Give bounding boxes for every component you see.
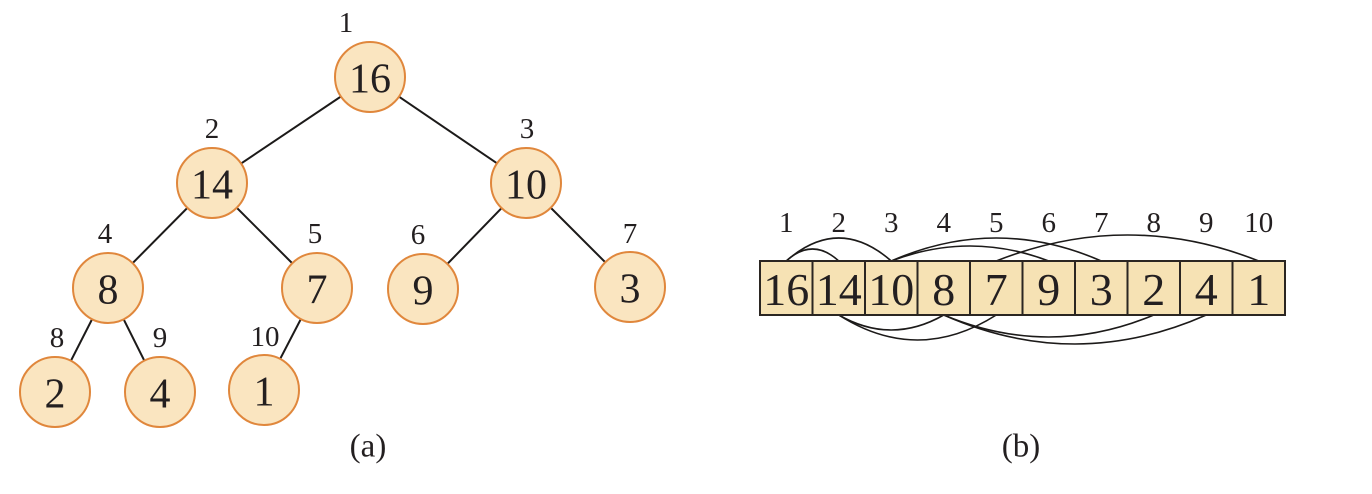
array-cell-value: 7 [985, 264, 1008, 315]
tree-node-6: 96 [387, 219, 459, 325]
tree-node-circle [490, 147, 562, 219]
tree-node-circle [124, 356, 196, 428]
array-cell-2: 14 2 [811, 207, 866, 316]
tree-node-value: 16 [349, 57, 391, 103]
array-cell-value: 10 [868, 264, 914, 315]
tree-node-index-label: 3 [520, 113, 535, 145]
tree-node-circle [281, 252, 353, 324]
array-cell-value: 14 [816, 264, 862, 315]
tree-node-value: 4 [150, 372, 171, 418]
tree-node-circle [228, 354, 300, 426]
array-cell-1: 16 1 [759, 207, 814, 316]
array-cell-5: 75 [969, 207, 1024, 316]
array-cell-value: 9 [1037, 264, 1060, 315]
array-cell-4: 84 [916, 207, 971, 316]
array-index-label: 6 [1042, 207, 1057, 239]
tree-node-index-label: 5 [308, 218, 323, 250]
array-cell-value: 1 [1247, 264, 1270, 315]
array-arc-above-3-6 [890, 245, 1050, 262]
array-cell-7: 37 [1074, 207, 1129, 316]
array-cell-rect [811, 260, 866, 316]
array-index-label: 4 [937, 207, 952, 239]
tree-node-circle [176, 147, 248, 219]
tree-node-1: 16 1 [334, 7, 406, 113]
tree-node-value: 10 [505, 163, 547, 209]
array-arc-below-4-8 [943, 314, 1155, 338]
tree-node-value: 2 [45, 372, 66, 418]
array-cell-rect [969, 260, 1024, 316]
array-index-label: 5 [989, 207, 1004, 239]
tree-node-circle [594, 251, 666, 323]
array-arc-above-3-7 [890, 237, 1102, 262]
array-cell-value: 16 [763, 264, 809, 315]
tree-node-index-label: 10 [251, 321, 280, 353]
array-index-label: 3 [884, 207, 899, 239]
array-cell-rect [1126, 260, 1181, 316]
array-cell-10: 1 10 [1231, 207, 1286, 316]
array-arc-above-5-10 [995, 234, 1260, 262]
array-cell-value: 4 [1195, 264, 1218, 315]
tree-node-value: 7 [307, 268, 328, 314]
array-cell-value: 8 [932, 264, 955, 315]
array-index-label: 10 [1244, 207, 1273, 239]
array-arc-below-2-5 [838, 314, 997, 341]
tree-node-5: 75 [281, 218, 353, 324]
array-cell-6: 96 [1021, 207, 1076, 316]
tree-node-3: 10 3 [490, 113, 562, 219]
array-arc-above-1-3 [785, 237, 892, 262]
array-cell-8: 28 [1126, 207, 1181, 316]
array-cell-rect [1021, 260, 1076, 316]
tree-node-value: 14 [191, 163, 233, 209]
tree-node-value: 1 [254, 370, 275, 416]
array-cell-rect [864, 260, 919, 316]
tree-node-10: 1 10 [228, 321, 300, 426]
tree-node-7: 37 [594, 218, 666, 323]
tree-node-value: 8 [98, 268, 119, 314]
array-index-label: 8 [1147, 207, 1162, 239]
tree-node-index-label: 1 [339, 7, 354, 39]
array-cell-value: 2 [1142, 264, 1165, 315]
array-index-label: 7 [1094, 207, 1109, 239]
tree-node-circle [334, 41, 406, 113]
array-cell-rect [1231, 260, 1286, 316]
tree-node-circle [72, 252, 144, 324]
tree-node-4: 84 [72, 218, 144, 324]
tree-node-8: 28 [19, 322, 91, 428]
array-index-label: 2 [832, 207, 847, 239]
array-index-label: 9 [1199, 207, 1214, 239]
tree-node-2: 14 2 [176, 113, 248, 219]
array-cell-rect [759, 260, 814, 316]
tree-node-circle [19, 356, 91, 428]
tree-node-index-label: 7 [623, 218, 638, 250]
array-index-label: 1 [779, 207, 794, 239]
tree-node-circle [387, 253, 459, 325]
tree-node-value: 3 [620, 267, 641, 313]
tree-node-index-label: 8 [50, 322, 65, 354]
tree-node-index-label: 9 [153, 322, 168, 354]
array-cell-9: 49 [1179, 207, 1234, 316]
tree-node-index-label: 6 [411, 219, 426, 251]
array-arc-below-2-4 [838, 314, 945, 331]
array-cell-3: 10 3 [864, 207, 919, 316]
caption-b: (b) [1001, 428, 1041, 465]
tree-node-9: 49 [124, 322, 196, 428]
array-cell-value: 3 [1090, 264, 1113, 315]
caption-a: (a) [349, 428, 387, 465]
array-arc-below-4-9 [943, 314, 1207, 345]
array-cell-rect [1074, 260, 1129, 316]
tree-node-index-label: 4 [98, 218, 113, 250]
tree-node-value: 9 [413, 269, 434, 315]
tree-node-index-label: 2 [205, 113, 220, 145]
